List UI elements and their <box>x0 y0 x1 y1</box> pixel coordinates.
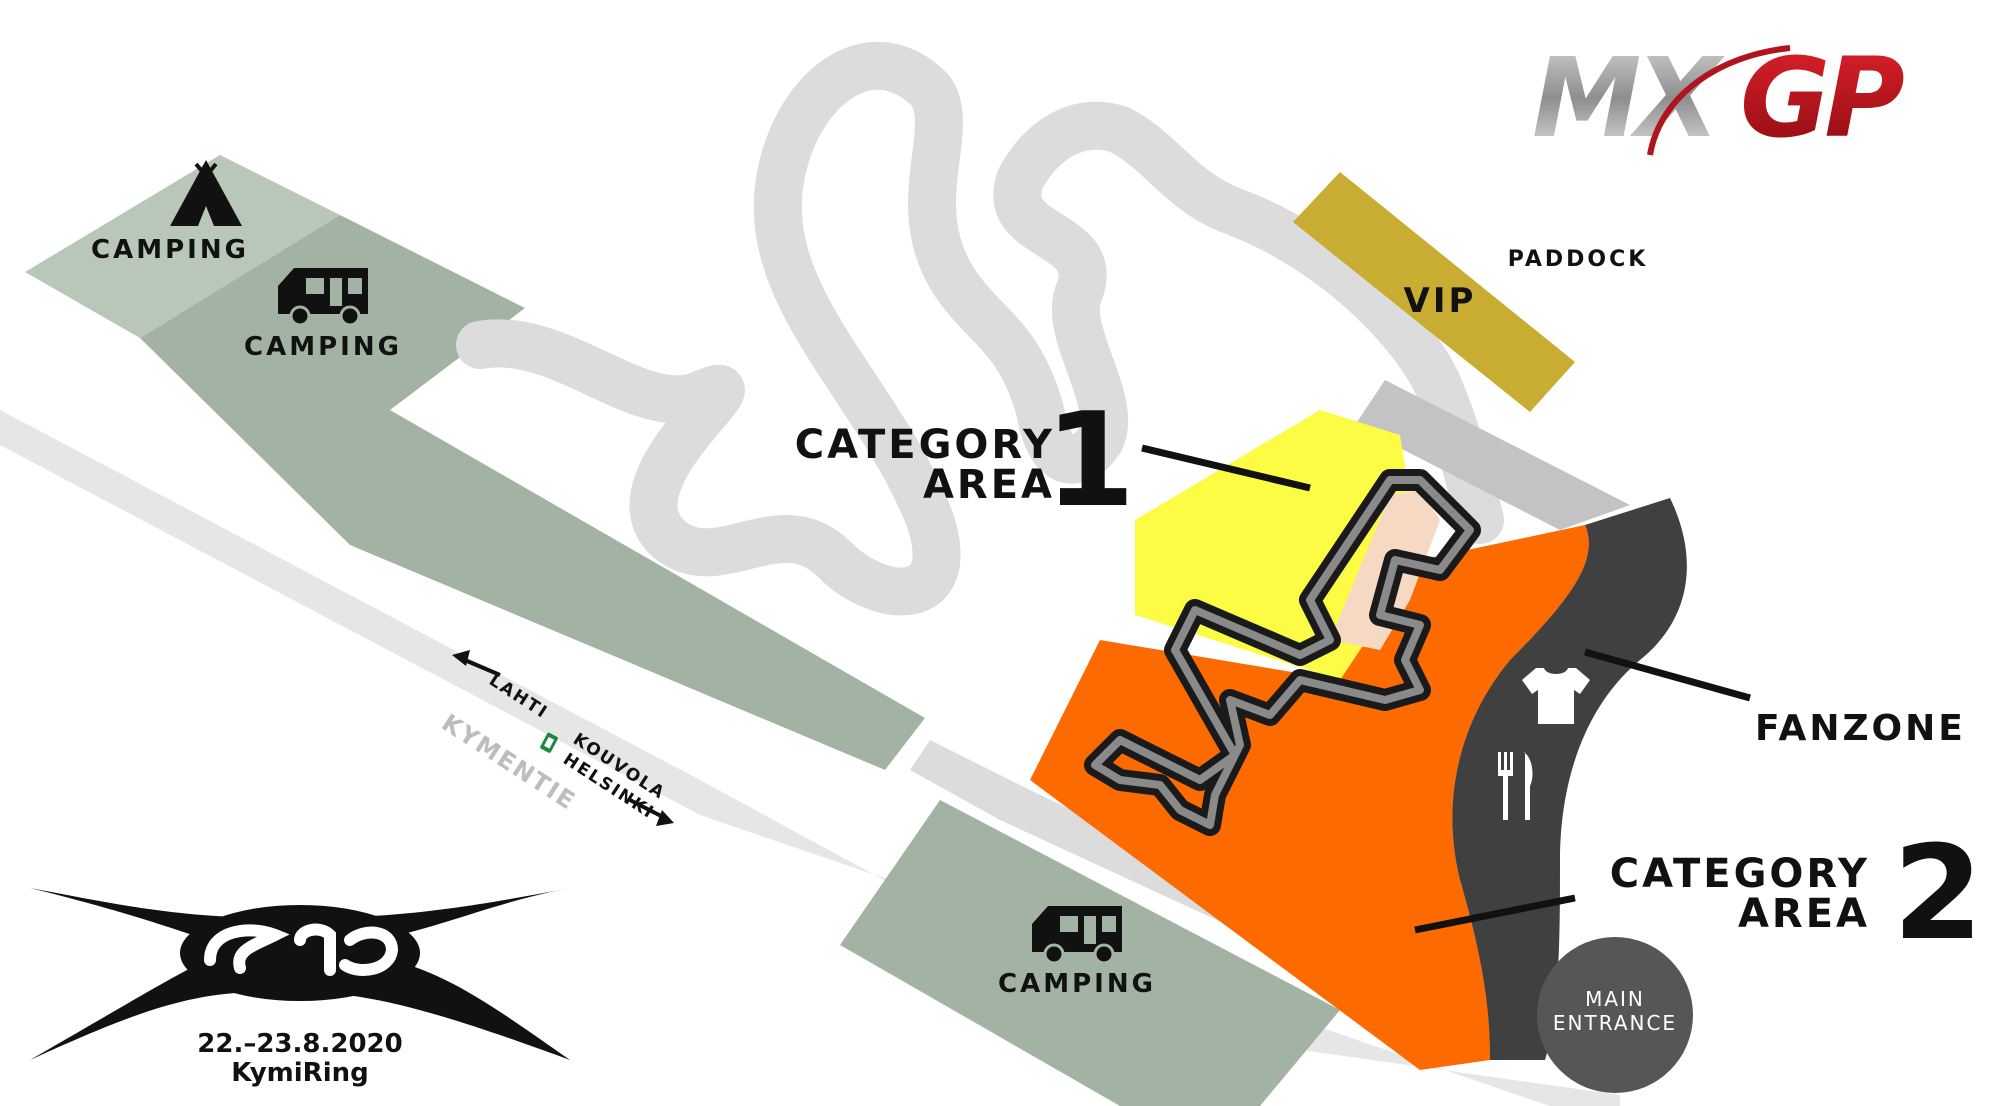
main-entrance-label-1: MAIN <box>1585 987 1645 1011</box>
camper-van-icon <box>278 268 368 327</box>
camping-zone-rv-bottom[interactable] <box>840 800 1340 1106</box>
event-dates: 22.–23.8.2020 <box>197 1029 402 1059</box>
vip-label: VIP <box>1404 281 1477 321</box>
camper-van-icon-bottom <box>1032 906 1122 965</box>
cat1-leader-line <box>1141 444 1311 492</box>
event-venue: KymiRing <box>231 1058 369 1088</box>
fanzone-area[interactable] <box>1452 498 1687 1060</box>
category-area-2-number: 2 <box>1893 817 1983 969</box>
camping-rv-top-label: CAMPING <box>244 332 402 362</box>
mxgp-logo-gp: GP <box>1740 34 1904 162</box>
paddock-area[interactable] <box>1355 380 1630 530</box>
main-entrance-label-2: ENTRANCE <box>1553 1011 1677 1035</box>
highway-sign-icon <box>540 732 558 753</box>
fanzone-leader-line <box>1584 648 1751 702</box>
category-area-1-line2: AREA <box>923 462 1055 508</box>
fanzone-label: FANZONE <box>1755 708 1966 749</box>
category-area-2-line1: CATEGORY <box>1610 851 1870 897</box>
event-logo: 22.–23.8.2020 KymiRing <box>30 888 570 1088</box>
camping-rv-bottom-label: CAMPING <box>998 969 1156 999</box>
kouvola-helsinki-arrow-icon <box>629 798 674 826</box>
fork-knife-icon <box>1498 752 1533 820</box>
event-logo-mark <box>204 923 399 976</box>
paddock-label: PADDOCK <box>1508 247 1649 272</box>
main-entrance-circle[interactable] <box>1537 937 1693 1093</box>
motocross-track <box>456 41 1504 616</box>
main-race-track-inner <box>1091 476 1474 829</box>
camping-zone-tent[interactable] <box>25 155 340 338</box>
cat2-leader-line <box>1414 894 1576 934</box>
tshirt-icon <box>1522 668 1590 724</box>
camping-zone-rv-top[interactable] <box>140 215 925 770</box>
tent-icon <box>170 160 242 226</box>
mxgp-logo-mx: MX <box>1532 34 1725 162</box>
lahti-arrow-icon <box>452 650 501 677</box>
category-area-1-line1: CATEGORY <box>795 422 1055 468</box>
vip-area[interactable] <box>1293 172 1575 412</box>
camping-tent-label: CAMPING <box>91 235 249 265</box>
category-area-1-number: 1 <box>1045 384 1135 536</box>
mxgp-logo: MX GP <box>1532 34 1910 162</box>
category-area-2-line2: AREA <box>1738 891 1870 937</box>
